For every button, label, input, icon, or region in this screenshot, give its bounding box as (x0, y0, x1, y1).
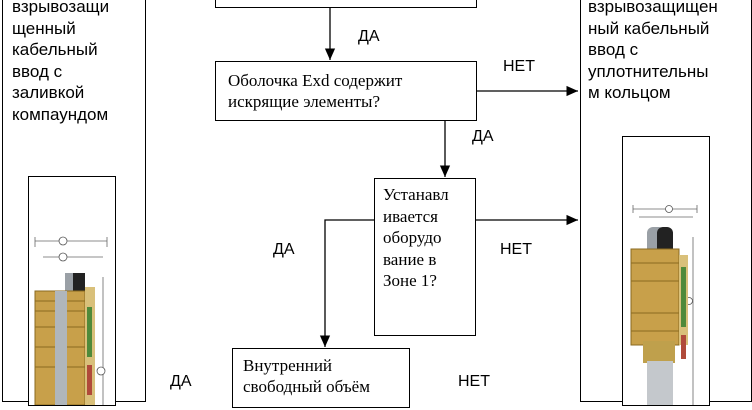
volume-decision-text: Внутренний свободный объём (243, 356, 370, 396)
zone-decision-box: Устанавл ивается оборудо вание в Зоне 1? (374, 178, 476, 336)
label-yes-1: ДА (358, 28, 380, 45)
exd-decision-box: Оболочка Exd содержит искрящие элементы? (215, 61, 477, 121)
label-yes-3: ДА (273, 241, 295, 258)
top-decision-box (215, 0, 477, 8)
label-no-3: НЕТ (458, 373, 490, 390)
label-yes-4: ДА (170, 373, 192, 390)
label-yes-2: ДА (472, 128, 494, 145)
arrow-zone-to-volume (319, 219, 374, 347)
label-no-1: НЕТ (503, 58, 535, 75)
cable-gland-seal-ring-icon (630, 205, 698, 405)
right-panel-caption: взрывозащищен ный кабельный ввод с уплот… (588, 0, 718, 102)
left-panel-caption: взрывозащи щенный кабельный ввод с залив… (12, 0, 110, 124)
volume-decision-box: Внутренний свободный объём (232, 348, 410, 408)
connector-lines (319, 8, 578, 347)
zone-decision-text: Устанавл ивается оборудо вание в Зоне 1? (383, 185, 449, 290)
left-gland-image-frame (28, 176, 116, 406)
label-no-2: НЕТ (500, 241, 532, 258)
right-gland-image-frame (622, 136, 710, 406)
cable-gland-compound-icon (34, 236, 108, 406)
exd-decision-text: Оболочка Exd содержит искрящие элементы? (228, 71, 403, 111)
